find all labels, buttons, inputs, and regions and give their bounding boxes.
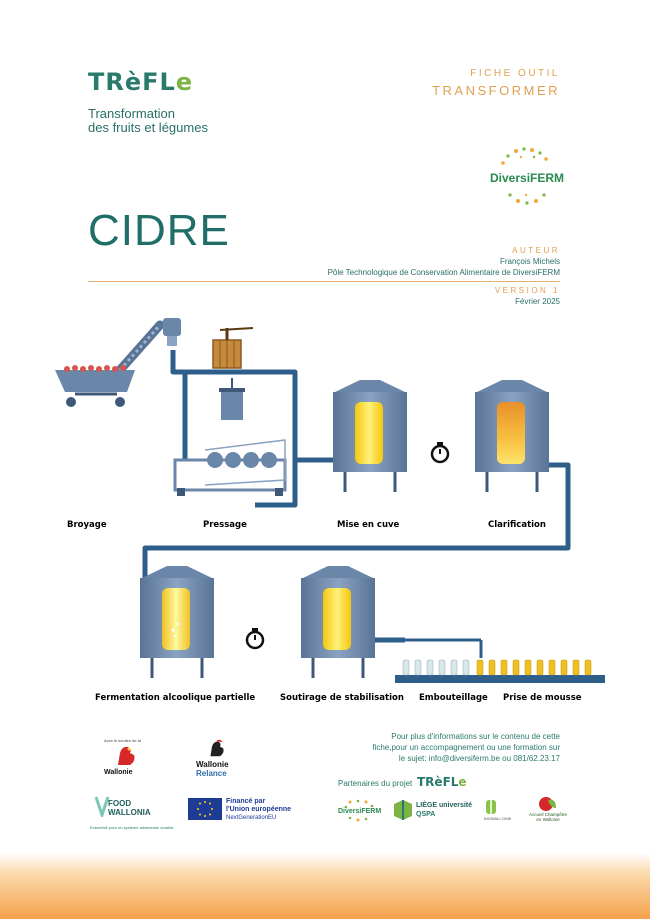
bottom-gradient-band [0, 852, 650, 919]
eu-text-2: l'Union européenne [226, 806, 292, 813]
step-label-pressage: Pressage [203, 520, 247, 530]
rooster-icon [118, 746, 135, 765]
author-name: François Michels [499, 257, 560, 266]
food-text-1: FOOD [108, 799, 132, 808]
trefle-logo: TRèFLe [88, 68, 193, 96]
step-label-fermentation: Fermentation alcoolique partielle [95, 693, 255, 703]
accueil-text-1: Accueil Champêtre [528, 812, 568, 817]
timer-icon [245, 628, 265, 650]
wallonie-logo: Avec le soutien de la Wallonie [104, 738, 144, 776]
partners-trefle-logo: TRèFLe [417, 775, 467, 789]
eu-text-3: NextGenerationEU [226, 815, 277, 821]
fiche-category: TRANSFORMER [432, 83, 560, 98]
liege-text-2: QSPA [416, 811, 436, 818]
liege-text-1: LIÈGE université [416, 802, 473, 809]
partners-label: Partenaires du projet [338, 779, 413, 788]
tank-filling [333, 380, 407, 492]
bio-leaf-icon [486, 800, 496, 814]
brand-text-e: e [175, 68, 194, 96]
partners-brand-e: e [458, 775, 467, 789]
fiche-label: FICHE OUTIL [470, 68, 560, 79]
step-label-mise-en-cuve: Mise en cuve [337, 520, 400, 530]
author-label: AUTEUR [512, 246, 560, 255]
brand-text: TRèFL [88, 68, 176, 96]
leaf-icon [94, 796, 110, 817]
relance-text-2: Relance [196, 769, 227, 778]
food-tagline: Ensemble pour un système alimentaire dur… [90, 825, 174, 830]
step-label-broyage: Broyage [67, 520, 107, 530]
subtitle-line-2: des fruits et légumes [88, 120, 208, 135]
contact-line-2: fiche,pour un accompagnement ou une form… [372, 743, 560, 752]
biowallonie-logo: BIOWALLONIE [484, 798, 524, 821]
timer-icon [430, 442, 450, 464]
tank-clarification [475, 380, 549, 492]
brand-subtitle: Transformation des fruits et légumes [88, 107, 248, 135]
diversiferm-logo-text: DiversiFERM [490, 171, 565, 185]
page-title: CIDRE [88, 206, 230, 255]
accueil-champetre-logo: Accueil Champêtre en Wallonie [528, 796, 568, 822]
contact-line-3: le sujet: info@diversiferm.be ou 081/62.… [398, 754, 560, 763]
champetre-icon [539, 797, 556, 811]
diversiferm-logo-icon [501, 147, 548, 205]
eu-text-1: Financé par [226, 798, 266, 805]
contact-info: Pour plus d'informations sur le contenu … [350, 731, 560, 764]
crusher-machine [55, 318, 181, 407]
eu-flag-icon [188, 798, 222, 820]
partners-brand-text: TRèFL [417, 775, 459, 789]
bottling-line [395, 638, 605, 683]
step-label-prise-de-mousse: Prise de mousse [503, 693, 582, 703]
cider-process-diagram: Broyage Pressage Mise en cuve Clarificat… [55, 318, 605, 703]
rooster-icon [210, 739, 224, 757]
partner-diversiferm-text: DiversiFERM [338, 808, 382, 815]
step-label-clarification: Clarification [488, 520, 546, 530]
partner-diversiferm-logo: DiversiFERM [336, 798, 386, 822]
step-label-soutirage: Soutirage de stabilisation [280, 693, 404, 703]
accueil-text-2: en Wallonie [536, 817, 560, 822]
version-label: VERSION 1 [494, 286, 560, 295]
subtitle-line-1: Transformation [88, 106, 175, 121]
press-machines [173, 327, 287, 496]
wallonie-relance-logo: Wallonie Relance [196, 738, 246, 778]
version-date: Février 2025 [515, 297, 560, 306]
pipe-network [142, 350, 571, 643]
biowallonie-text: BIOWALLONIE [484, 816, 512, 821]
contact-line-1: Pour plus d'informations sur le contenu … [391, 732, 560, 741]
wallonie-text: Wallonie [104, 769, 133, 776]
tank-racking [301, 566, 375, 678]
tank-fermentation [140, 566, 214, 678]
step-label-embouteillage: Embouteillage [419, 693, 488, 703]
dots-icon [344, 799, 374, 822]
wallonie-support-text: Avec le soutien de la [104, 738, 141, 743]
relance-text-1: Wallonie [196, 760, 229, 769]
header-divider [88, 281, 560, 282]
author-organization: Pôle Technologique de Conservation Alime… [327, 268, 560, 277]
food-text-2: WALLONIA [108, 808, 151, 817]
liege-icon [394, 800, 412, 820]
